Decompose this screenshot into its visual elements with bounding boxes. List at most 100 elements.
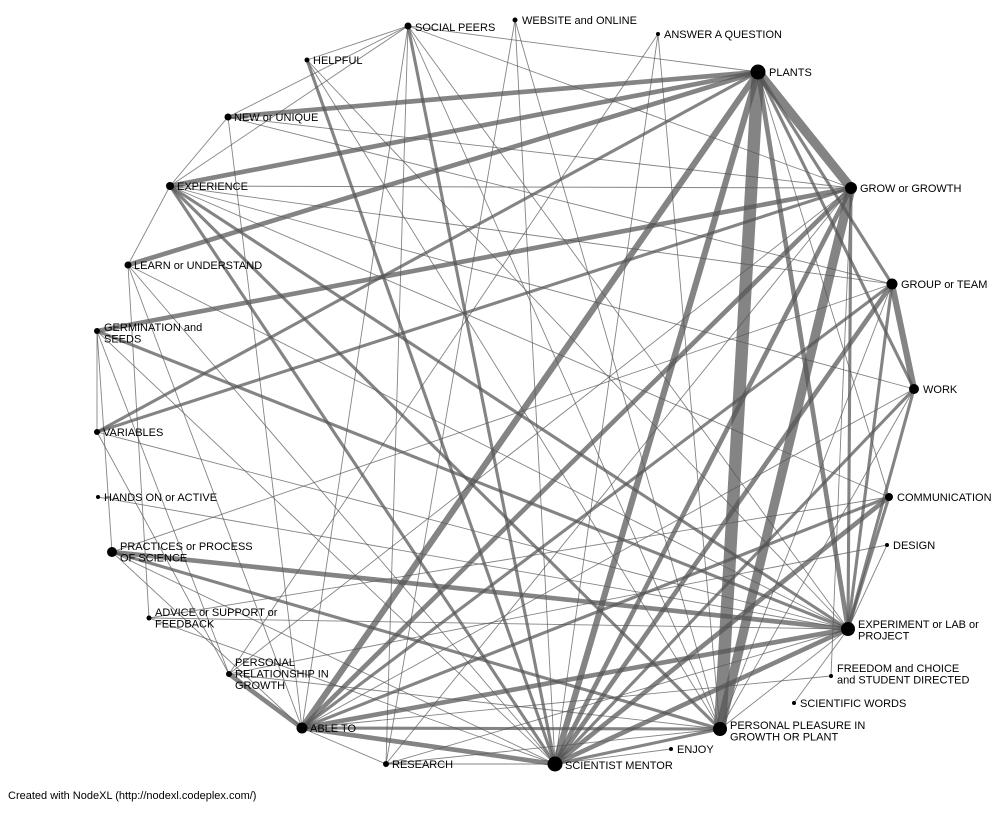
edge-ableto-practices <box>111 551 303 729</box>
edge-mentor-learn <box>127 264 556 765</box>
edge-ableto-research <box>301 727 387 765</box>
node-label-helpful: HELPFUL <box>313 55 363 67</box>
node-new[interactable] <box>224 113 232 121</box>
node-label-line: GROWTH OR PLANT <box>730 732 838 744</box>
node-handson[interactable] <box>96 495 100 499</box>
edge-group-work <box>888 280 918 393</box>
node-label-line: RELATIONSHIP IN <box>235 669 329 681</box>
edge-group-experience <box>169 185 893 285</box>
node-label-line: SCIENTIST MENTOR <box>565 760 673 772</box>
edge-group-ableto <box>300 282 894 730</box>
edge-grow-germ <box>94 185 854 334</box>
node-practices[interactable] <box>107 547 117 557</box>
node-answer[interactable] <box>656 32 660 36</box>
edge-work-mentor <box>553 387 916 766</box>
edge-plants-experience <box>167 69 761 189</box>
node-label-line: NEW or UNIQUE <box>234 112 318 124</box>
node-plants[interactable] <box>750 64 766 80</box>
edge-plants-group <box>756 70 894 286</box>
node-mentor[interactable] <box>547 756 563 772</box>
edge-design-personalrel <box>228 544 888 675</box>
node-germ[interactable] <box>94 328 100 334</box>
node-label-learn: LEARN or UNDERSTAND <box>134 260 262 272</box>
edge-group-experiment <box>846 282 894 631</box>
edge-plants-variables <box>95 70 760 434</box>
node-label-line: ABLE TO <box>310 723 357 735</box>
node-label-line: HELPFUL <box>313 55 363 67</box>
node-pleasure[interactable] <box>713 722 727 736</box>
edge-social-new <box>227 25 409 118</box>
node-freedom[interactable] <box>829 674 833 678</box>
node-label-line: SCIENTIFIC WORDS <box>800 698 906 710</box>
edge-personalrel-germ <box>96 330 230 675</box>
node-research[interactable] <box>383 761 389 767</box>
edge-experiment-pleasure <box>719 628 849 730</box>
node-label-grow: GROW or GROWTH <box>860 183 961 195</box>
edge-grow-experiment <box>846 186 853 631</box>
node-label-variables: VARIABLES <box>103 427 163 439</box>
node-grow[interactable] <box>845 182 857 194</box>
node-website[interactable] <box>512 17 518 23</box>
node-label-line: ENJOY <box>677 744 714 756</box>
node-label-enjoy: ENJOY <box>677 744 714 756</box>
edge-mentor-website <box>514 19 556 765</box>
node-label-scientificwords: SCIENTIFIC WORDS <box>800 698 906 710</box>
node-scientificwords[interactable] <box>792 701 796 705</box>
edge-comm-experience <box>169 185 890 498</box>
edge-experiment-design <box>847 544 888 630</box>
edge-layer <box>94 19 918 768</box>
node-learn[interactable] <box>124 261 132 269</box>
edge-freedom-grow <box>830 187 852 677</box>
edge-social-experiment <box>407 25 849 630</box>
edge-grow-pleasure <box>715 183 856 734</box>
node-experience[interactable] <box>166 182 174 190</box>
edge-new-experience <box>169 116 229 187</box>
edge-variables-personalrel <box>96 431 230 675</box>
node-label-line: and STUDENT DIRECTED <box>837 675 969 687</box>
edge-helpful-pleasure <box>306 59 721 730</box>
node-variables[interactable] <box>94 429 100 435</box>
node-label-line: VARIABLES <box>103 427 163 439</box>
edge-comm-mentor <box>552 494 892 767</box>
edge-plants-comm <box>757 71 890 498</box>
edge-ableto-social <box>301 25 409 729</box>
edge-work-ableto <box>301 388 915 729</box>
node-enjoy[interactable] <box>669 747 673 751</box>
node-label-mentor: SCIENTIST MENTOR <box>565 760 673 772</box>
node-helpful[interactable] <box>304 57 310 63</box>
node-label-line: EXPERIMENT or LAB or <box>858 619 979 631</box>
node-label-experience: EXPERIENCE <box>177 181 248 193</box>
edge-grow-variables <box>95 186 853 434</box>
edge-grow-personalrel <box>228 187 852 675</box>
node-label-line: SEEDS <box>104 334 141 346</box>
node-label-line: RESEARCH <box>392 759 453 771</box>
node-work[interactable] <box>909 384 919 394</box>
node-experiment[interactable] <box>841 622 855 636</box>
edge-experience-work <box>169 185 915 390</box>
node-group[interactable] <box>886 278 898 290</box>
node-comm[interactable] <box>885 493 893 501</box>
node-design[interactable] <box>885 543 889 547</box>
edge-grow-ableto <box>299 185 854 731</box>
node-advice[interactable] <box>146 615 152 621</box>
node-personalrel[interactable] <box>226 671 232 677</box>
edge-plants-grow <box>753 67 856 193</box>
edge-mentor-social <box>406 24 557 766</box>
edge-experiment-experience <box>168 184 850 631</box>
edge-ableto-freedom <box>301 675 832 729</box>
node-label-line: COMMUNICATION <box>897 492 992 504</box>
node-ableto[interactable] <box>296 722 308 734</box>
node-label-plants: PLANTS <box>769 67 812 79</box>
node-layer <box>94 17 919 772</box>
edge-experiment-learn <box>127 264 849 630</box>
node-social[interactable] <box>404 22 412 30</box>
edge-experiment-helpful <box>306 59 849 630</box>
node-label-line: GROW or GROWTH <box>860 183 961 195</box>
